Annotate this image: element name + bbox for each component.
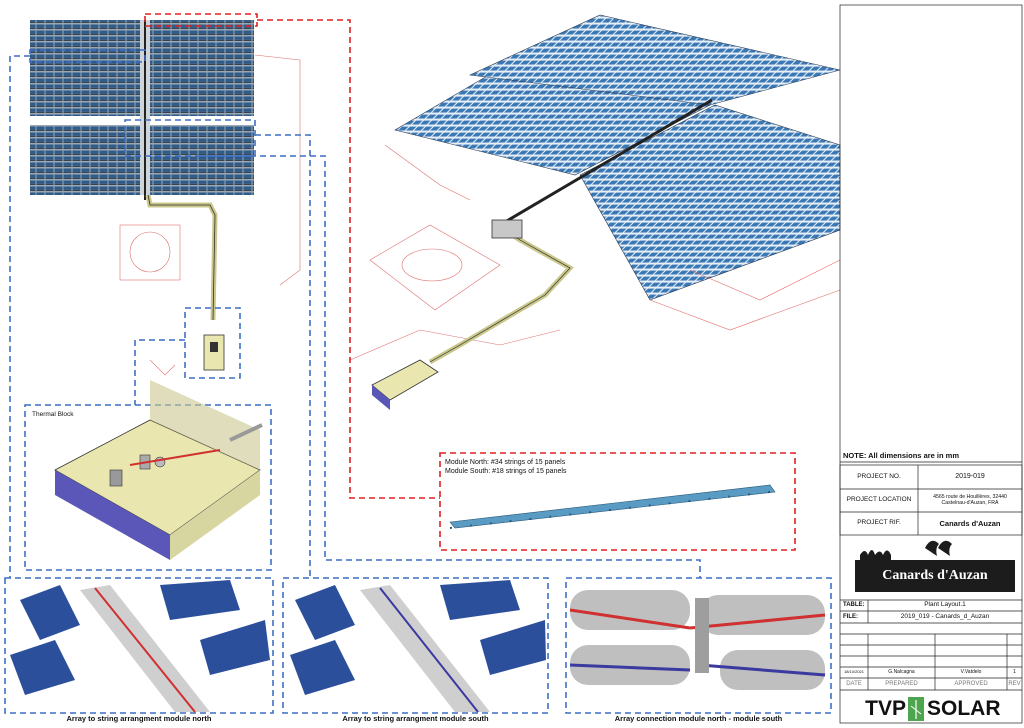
footer-prepared: PREPARED (885, 680, 918, 687)
company-name-right: SOLAR (927, 696, 1001, 720)
canards-logo (855, 540, 1015, 592)
thermal-block-illustration (54, 380, 263, 560)
blue-dashed-links (4, 49, 832, 714)
detail-array-south (284, 579, 547, 713)
project-rif-label: PROJECT RIF. (857, 519, 901, 527)
company-name-left: TVP (865, 696, 906, 720)
title-block-frame (839, 4, 1023, 724)
table-value: Plant Layout.1 (924, 601, 966, 609)
dimensions-note: NOTE: All dimensions are in mm (843, 451, 959, 460)
logo-text: Canards d'Auzan (882, 567, 988, 583)
footer-rev: REV (1008, 680, 1021, 687)
detail-connection (567, 579, 830, 712)
project-no-label: PROJECT NO. (857, 472, 901, 480)
rev-number: 1 (1013, 668, 1016, 675)
rev-approved: V.Vatdelo (960, 668, 982, 675)
caption-array-south: Array to string arrangment module south (342, 714, 489, 723)
file-label: FILE: (843, 613, 858, 620)
array-plan-view (30, 20, 254, 200)
iso-array-view (394, 14, 841, 301)
module-string-illustration (449, 484, 776, 529)
red-dashed-links (144, 13, 796, 551)
project-no-value: 2019-019 (955, 473, 985, 481)
caption-array-north: Array to string arrangment module north (66, 714, 212, 723)
rev-prepared: G.Nalcagna (888, 668, 915, 675)
table-label: TABLE: (843, 602, 865, 609)
module-south-label: Module South: #18 strings of 15 panels (445, 468, 567, 475)
tvp-solar-logo (908, 697, 924, 721)
detail-array-north (6, 579, 272, 713)
caption-connection: Array connection module north - module s… (614, 714, 783, 723)
module-north-label: Module North: #34 strings of 15 panels (445, 459, 566, 466)
project-location-label: PROJECT LOCATION (846, 496, 912, 504)
project-rif-value: Canards d'Auzan (939, 518, 1001, 528)
footer-date: DATE (846, 680, 862, 687)
rev-date: 18/10/2021 (843, 669, 865, 675)
thermal-block-label: Thermal Block (32, 411, 74, 418)
site-outlines-left (119, 54, 301, 376)
file-value: 2019_019 - Canards_d_Auzan (900, 612, 990, 620)
site-outlines-right (349, 144, 841, 361)
project-location-value: 4565 route de Houillères, 32440 Castelna… (933, 494, 1007, 506)
footer-approved: APPROVED (954, 680, 988, 687)
